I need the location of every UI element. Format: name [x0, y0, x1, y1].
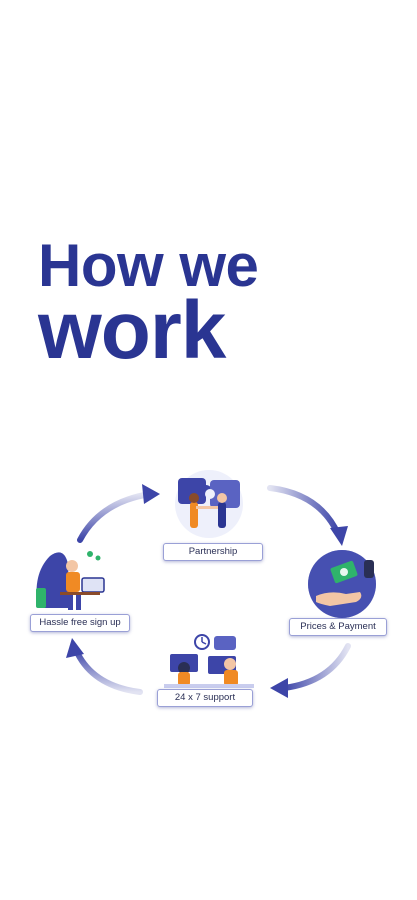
arrow-partnership-to-prices	[267, 485, 348, 546]
step-label-signup: Hassle free sign up	[30, 614, 130, 632]
arrow-support-to-signup	[66, 638, 143, 695]
prices-payment-illustration	[308, 550, 376, 618]
step-label-prices-payment: Prices & Payment	[289, 618, 387, 636]
page-title: How we work	[38, 232, 259, 376]
step-label-support: 24 x 7 support	[157, 689, 253, 707]
cycle-arrows	[66, 484, 351, 698]
process-cycle-diagram: Partnership Prices & Payment 24 x 7 supp…	[0, 450, 417, 730]
support-illustration	[164, 634, 254, 688]
partnership-illustration	[175, 470, 243, 538]
signup-illustration	[36, 551, 105, 610]
arrow-signup-to-partnership	[77, 484, 160, 543]
title-line-2: work	[38, 285, 226, 376]
step-label-partnership: Partnership	[163, 543, 263, 561]
arrow-prices-to-support	[270, 643, 351, 698]
title-line-1: How we	[38, 232, 259, 299]
